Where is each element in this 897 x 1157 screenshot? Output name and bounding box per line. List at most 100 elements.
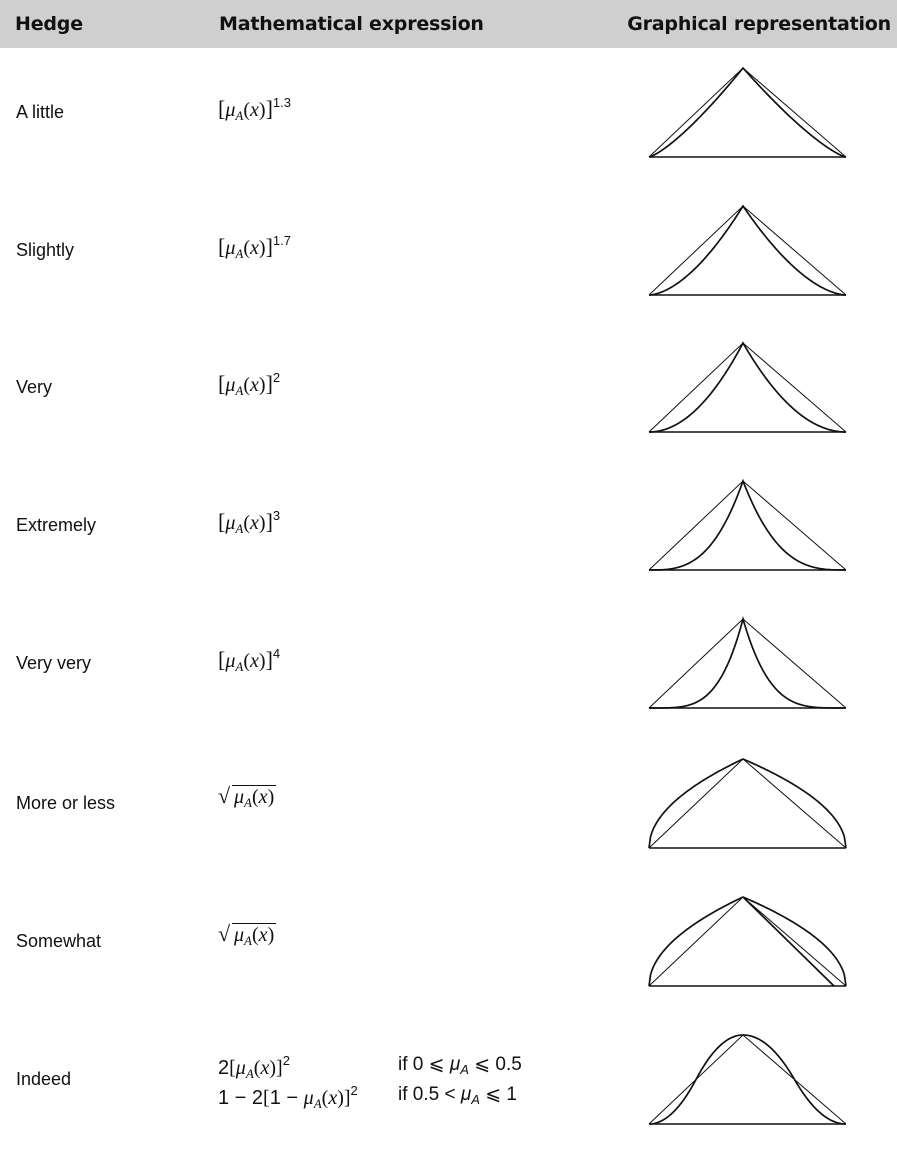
- hedge-label: Somewhat: [16, 931, 102, 951]
- bracket-open: [: [218, 509, 226, 534]
- paren-close: ): [337, 1087, 344, 1109]
- bracket-close: ]: [343, 1087, 351, 1109]
- membership-graph: [648, 758, 847, 849]
- header-hedge: Hedge: [15, 13, 83, 35]
- bracket-open: [: [218, 234, 226, 259]
- square-root: √μA(x): [218, 921, 277, 949]
- condition-2: if 0.5 < μA ⩽ 1: [398, 1083, 517, 1107]
- coefficient: 2: [218, 1057, 230, 1079]
- bracket-open: [: [218, 371, 226, 396]
- square-root: √μA(x): [218, 783, 277, 811]
- table-row: A little[μA(x)]1.3: [0, 50, 897, 190]
- math-expression: [μA(x)]1.3: [218, 95, 291, 124]
- table-row: Slightly[μA(x)]1.7: [0, 188, 897, 328]
- base-triangle-line: [648, 1034, 847, 1125]
- radicand: μA(x): [232, 785, 277, 810]
- paren-close: ): [258, 650, 266, 672]
- bracket-close: ]: [276, 1057, 283, 1079]
- exponent: 2: [272, 370, 281, 385]
- hedge-label: Extremely: [16, 515, 97, 535]
- hedge-curve: [648, 204, 847, 296]
- radicand: μA(x): [232, 923, 277, 948]
- hedge-curve: [648, 341, 847, 433]
- paren-open: (: [253, 1057, 261, 1079]
- subscript-a: A: [244, 933, 252, 948]
- subscript-a: A: [313, 1096, 322, 1111]
- variable-x: x: [250, 512, 259, 534]
- paren-close: ): [267, 924, 275, 946]
- subscript-a: A: [460, 1062, 469, 1077]
- variable-x: x: [250, 237, 259, 259]
- paren-open: (: [243, 512, 250, 534]
- mu-symbol: μ: [235, 1057, 246, 1079]
- base-triangle-line: [648, 67, 847, 158]
- radical-sign: √: [218, 783, 231, 808]
- mu-symbol: μ: [303, 1087, 314, 1109]
- hedge-label: Slightly: [16, 240, 75, 260]
- hedge-curve: [648, 758, 847, 849]
- mu-symbol: μ: [225, 650, 236, 672]
- condition-1: if 0 ⩽ μA ⩽ 0.5: [398, 1053, 522, 1077]
- math-expression: √μA(x): [218, 921, 277, 949]
- variable-x: x: [258, 786, 268, 808]
- base-triangle-line: [648, 758, 847, 849]
- mu-symbol: μ: [225, 374, 236, 396]
- paren-open: (: [321, 1087, 329, 1109]
- membership-graph: [648, 478, 847, 571]
- paren-close: ): [258, 512, 266, 534]
- variable-x: x: [260, 1057, 270, 1079]
- variable-x: x: [258, 924, 268, 946]
- radical-sign: √: [218, 921, 231, 946]
- table-row: More or less √μA(x): [0, 741, 897, 881]
- math-expression: [μA(x)]4: [218, 646, 280, 675]
- paren-open: (: [243, 650, 250, 672]
- math-expression: [μA(x)]3: [218, 508, 280, 537]
- paren-close: ): [269, 1057, 277, 1079]
- paren-open: (: [243, 237, 250, 259]
- table-row: Somewhat √μA(x): [0, 879, 897, 1019]
- bracket-close: ]: [265, 509, 273, 534]
- hedge-label: Very very: [16, 653, 92, 673]
- table-row: Very [μA(x)]2: [0, 325, 897, 465]
- mu-symbol: μ: [225, 99, 236, 121]
- math-expression: √μA(x): [218, 783, 277, 811]
- hedge-label: More or less: [16, 793, 116, 813]
- membership-graph: [648, 204, 847, 296]
- hedge-label: Very: [16, 377, 53, 397]
- membership-graph: [648, 896, 847, 987]
- math-expression: [μA(x)]2: [218, 370, 280, 399]
- exponent: 3: [272, 508, 281, 523]
- table-header: Hedge Mathematical expression Graphical …: [0, 0, 897, 48]
- bracket-open: [: [218, 647, 226, 672]
- hedge-curve: [648, 1034, 847, 1125]
- cond-text: if 0.5 <: [398, 1084, 461, 1105]
- paren-close: ): [258, 374, 266, 396]
- exponent: 2: [350, 1083, 358, 1098]
- cond-text: ⩽ 0.5: [468, 1054, 522, 1075]
- paren-open: (: [243, 99, 250, 121]
- paren-open: (: [252, 786, 259, 808]
- subscript-a: A: [245, 1066, 254, 1081]
- hedge-curve: [648, 66, 847, 158]
- membership-graph: [648, 615, 847, 709]
- bracket-close: ]: [265, 96, 273, 121]
- header-expression: Mathematical expression: [219, 13, 484, 35]
- one-minus-two: 1 − 2: [218, 1087, 264, 1109]
- exponent: 4: [272, 646, 281, 661]
- bracket-open: [: [218, 96, 226, 121]
- hedge-curve: [649, 615, 846, 709]
- subscript-a: A: [471, 1092, 480, 1107]
- bracket-close: ]: [265, 234, 273, 259]
- membership-graph: [648, 1034, 847, 1125]
- bracket-open: [: [229, 1057, 236, 1079]
- base-triangle-line: [648, 480, 847, 571]
- membership-graph: [648, 66, 847, 158]
- one-minus: 1 −: [269, 1087, 304, 1109]
- base-triangle-line: [648, 896, 847, 987]
- cond-text: ⩽ 1: [479, 1084, 517, 1105]
- exponent: 1.7: [272, 233, 291, 248]
- hedge-label: Indeed: [16, 1069, 72, 1089]
- exponent: 2: [282, 1053, 290, 1068]
